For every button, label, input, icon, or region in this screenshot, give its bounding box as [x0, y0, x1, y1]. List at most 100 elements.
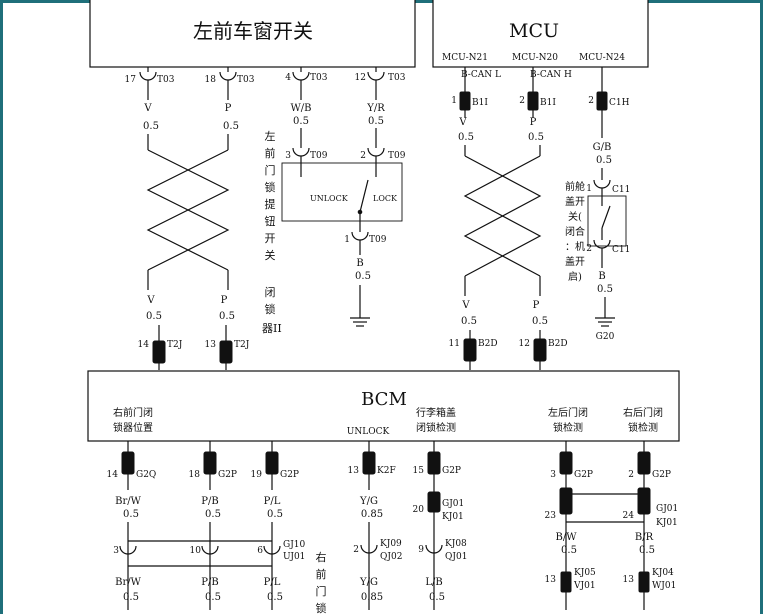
svg-text:右: 右 [316, 550, 327, 564]
svg-text:锁: 锁 [265, 302, 276, 316]
svg-text:盖开: 盖开 [565, 255, 585, 268]
svg-text:锁: 锁 [265, 180, 276, 194]
wire-size: 0.5 [143, 121, 159, 132]
connector-label: T2J [167, 340, 183, 350]
svg-text:前: 前 [265, 146, 276, 160]
ground-label: G20 [596, 332, 615, 342]
svg-text:KJ05: KJ05 [574, 568, 596, 578]
connector-label: T09 [369, 235, 387, 245]
connector-label: B1I [540, 98, 556, 108]
hood-switch: G/B 0.5 1 C11 2 C11 B 0.5 G20 [586, 142, 630, 342]
bcm-label-unlock: UNLOCK [347, 427, 390, 437]
svg-text:0.5: 0.5 [267, 592, 283, 603]
unlock-label: UNLOCK [310, 194, 349, 203]
can-l-label: B-CAN L [461, 70, 501, 80]
pin-label: 2 [588, 96, 594, 106]
twisted-pair-left [146, 134, 230, 290]
pin-label: 12 [355, 73, 366, 83]
door-lock-switch-label: 左 前 门 锁 提 钮 开 关 [265, 130, 276, 262]
mcu-pin-n21: MCU-N21 [442, 53, 488, 63]
svg-text:闭: 闭 [265, 286, 276, 299]
svg-text:关(: 关( [568, 210, 582, 223]
bcm-label-lr-door: 左后门闭 [548, 406, 588, 419]
svg-text:启): 启) [568, 270, 582, 283]
svg-text:KJ09: KJ09 [380, 539, 402, 549]
wire-color: P [221, 295, 228, 306]
svg-text:24: 24 [623, 511, 635, 521]
svg-text:13: 13 [545, 575, 557, 585]
wire-color: B [356, 258, 363, 269]
svg-text:0.5: 0.5 [429, 592, 445, 603]
pin-label: 2 [519, 96, 525, 106]
wire-size: 0.5 [146, 311, 162, 322]
svg-text:GJ01: GJ01 [442, 499, 464, 509]
pin-label: 3 [285, 151, 291, 161]
can-h-label: B-CAN H [530, 70, 572, 80]
svg-text:KJ04: KJ04 [652, 568, 674, 578]
pin-label: 1 [344, 235, 350, 245]
mcu-module [432, 0, 649, 68]
connector-label: C11 [612, 185, 630, 195]
connector-label: T09 [388, 151, 406, 161]
kj09-qj02: 2 KJ09 QJ02 Y/G 0.85 [353, 522, 402, 610]
pin-label: 2 [360, 151, 366, 161]
bcm-title: BCM [361, 389, 407, 410]
wire-color: G/B [593, 142, 612, 153]
svg-text:P/L: P/L [264, 577, 281, 588]
svg-text:GJ10: GJ10 [283, 540, 306, 550]
pin-label: 12 [519, 339, 530, 349]
svg-text:门: 门 [316, 584, 327, 598]
svg-text:20: 20 [413, 505, 425, 515]
svg-text:盖开: 盖开 [565, 195, 585, 208]
bcm-label-trunk: 行李箱盖 [416, 406, 456, 419]
connector-label: C1H [609, 98, 630, 108]
wire-color: P [530, 117, 537, 128]
svg-text:KJ01: KJ01 [442, 512, 464, 522]
svg-text:QJ02: QJ02 [380, 552, 402, 562]
svg-text:门: 门 [265, 163, 276, 177]
wire-color: V [461, 300, 470, 311]
svg-text:：机: ：机 [565, 240, 585, 253]
svg-text:闭合: 闭合 [565, 225, 585, 238]
mcu-title: MCU [509, 20, 559, 42]
wire-size: 0.5 [293, 116, 309, 127]
splice-gj01-kj01: 23 24 GJ01 KJ01 B/W 0.5 B/R 0.5 13 KJ05 … [545, 487, 678, 610]
bcm-label-rf-lock-pos: 锁器位置 [113, 421, 153, 434]
svg-text:15: 15 [413, 466, 425, 476]
pin-label: 11 [449, 339, 460, 349]
svg-text:VJ01: VJ01 [573, 581, 596, 591]
svg-text:10: 10 [190, 546, 202, 556]
wire-size: 0.5 [219, 311, 235, 322]
svg-text:关: 关 [265, 248, 276, 262]
svg-text:Y/G: Y/G [359, 577, 378, 588]
bcm-module [87, 370, 680, 442]
pin-label: 1 [586, 184, 592, 194]
pin-label: 18 [205, 75, 217, 85]
bcm-label-rr-door: 锁检测 [628, 421, 658, 434]
svg-text:19: 19 [251, 470, 263, 480]
splice-gj10-uj01: 3 10 6 GJ10 UJ01 Br/W 0.5 P/B 0.5 P/L 0.… [113, 522, 306, 610]
left-lower-wires: Br/W 0.5 P/B 0.5 P/L 0.5 Y/G 0.85 [115, 496, 383, 520]
svg-text:0.5: 0.5 [561, 545, 577, 556]
wire-color: P [225, 103, 232, 114]
svg-text:0.85: 0.85 [361, 592, 383, 603]
svg-text:KJ01: KJ01 [656, 518, 678, 528]
window-switch-module [89, 0, 416, 68]
svg-text:6: 6 [257, 546, 263, 556]
svg-text:前: 前 [316, 567, 327, 581]
wire-color: Y/R [366, 103, 385, 114]
mcu-pin-n24: MCU-N24 [579, 53, 625, 63]
wire-size: 0.5 [355, 271, 371, 282]
bcm-label-rf-lock-pos: 右前门闭 [113, 406, 153, 419]
connector-label: T03 [157, 75, 175, 85]
connector-label: T03 [237, 75, 255, 85]
mcu-pin-n20: MCU-N20 [512, 53, 558, 63]
svg-text:提: 提 [265, 198, 276, 211]
svg-text:3: 3 [550, 470, 556, 480]
svg-text:G2P: G2P [280, 470, 299, 480]
door-lock-switch: 3 T09 2 T09 UNLOCK LOCK 1 T09 B 0.5 [281, 128, 406, 327]
wire-color: V [143, 103, 152, 114]
svg-text:UJ01: UJ01 [283, 552, 305, 562]
svg-text:13: 13 [623, 575, 635, 585]
window-switch-title: 左前车窗开关 [193, 19, 313, 43]
